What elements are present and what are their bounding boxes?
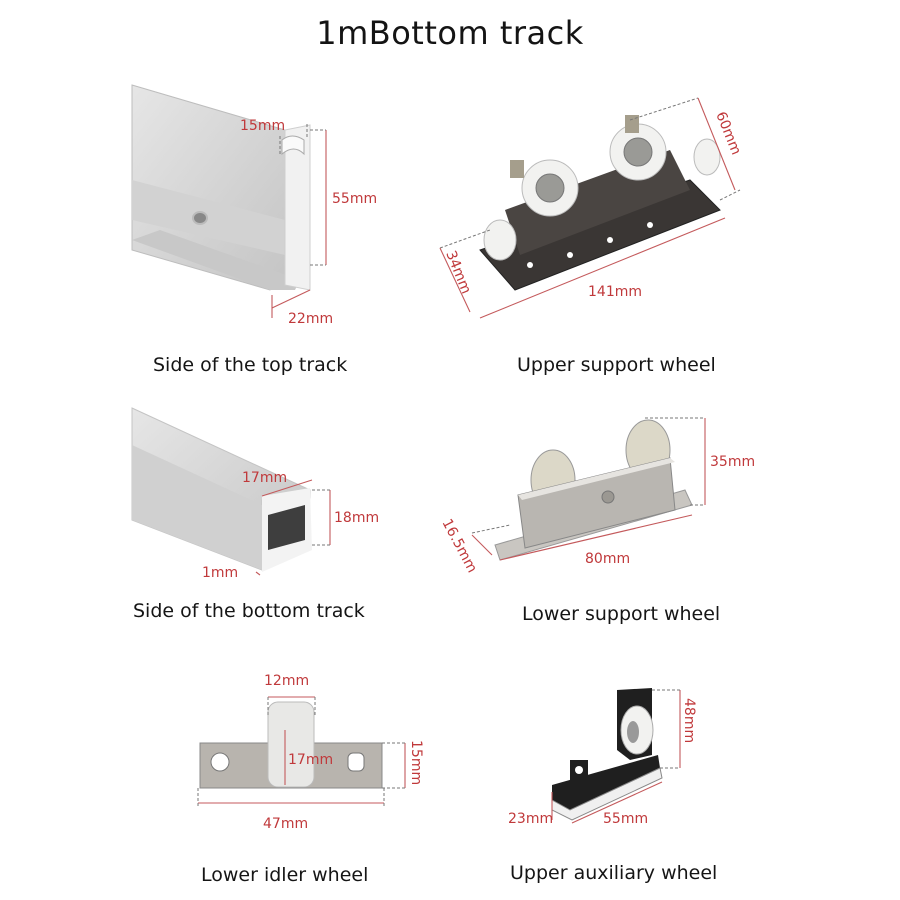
- dim-length: 80mm: [585, 551, 630, 567]
- dim-thickness: 1mm: [202, 565, 238, 581]
- dim-width: 17mm: [242, 470, 287, 486]
- caption-lower-idler-wheel: Lower idler wheel: [201, 864, 369, 886]
- dim-height: 48mm: [681, 698, 697, 743]
- top-track-image: 15mm 55mm 22mm: [131, 84, 377, 327]
- caption-top-track: Side of the top track: [153, 354, 348, 376]
- dim-height: 55mm: [332, 191, 377, 207]
- bottom-track-image: 17mm 18mm 1mm: [131, 407, 379, 581]
- dim-length: 141mm: [588, 284, 642, 300]
- caption-upper-support-wheel: Upper support wheel: [517, 354, 716, 376]
- dim-plate-width: 15mm: [408, 740, 424, 785]
- dim-wheel-height: 17mm: [288, 752, 333, 768]
- upper-auxiliary-wheel-image: 48mm 23mm 55mm: [508, 688, 697, 827]
- upper-support-wheel-image: 60mm 34mm 141mm: [439, 97, 744, 319]
- caption-lower-support-wheel: Lower support wheel: [522, 603, 721, 625]
- dim-base: 22mm: [288, 311, 333, 327]
- dim-diameter: 12mm: [264, 673, 309, 689]
- dim-depth: 23mm: [508, 811, 553, 827]
- dim-lip: 15mm: [240, 118, 285, 134]
- dim-height: 35mm: [710, 454, 755, 470]
- dim-height: 18mm: [334, 510, 379, 526]
- dim-plate-length: 47mm: [263, 816, 308, 832]
- dim-depth: 16.5mm: [438, 516, 480, 575]
- caption-bottom-track: Side of the bottom track: [133, 600, 365, 622]
- caption-upper-auxiliary-wheel: Upper auxiliary wheel: [510, 862, 718, 884]
- lower-idler-wheel-image: 12mm 17mm 15mm 47mm: [197, 673, 424, 832]
- dim-depth: 34mm: [442, 249, 474, 297]
- dim-length: 55mm: [603, 811, 648, 827]
- lower-support-wheel-image: 35mm 16.5mm 80mm: [438, 417, 755, 575]
- page-title: 1mBottom track: [316, 14, 584, 52]
